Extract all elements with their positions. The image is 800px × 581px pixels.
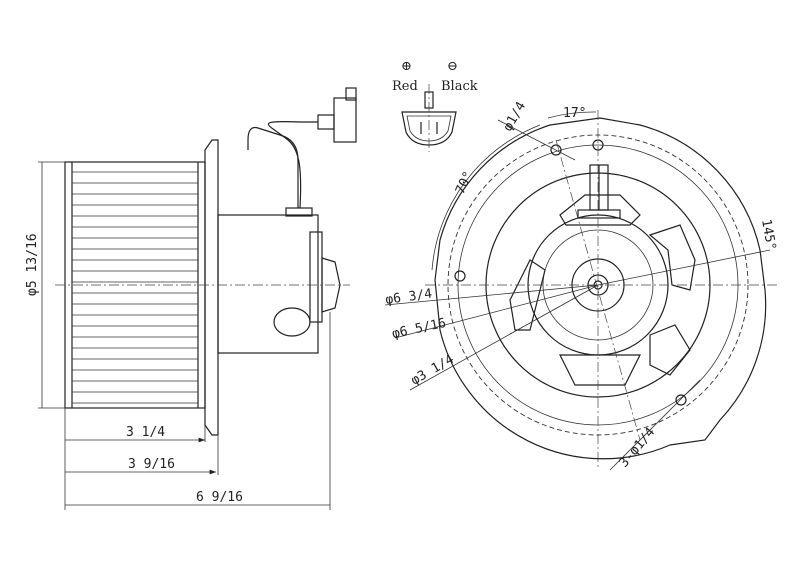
side-view: φ5 13/16 3 1/4 3 9/16 6 9/16	[25, 87, 357, 510]
negative-symbol: ⊖	[447, 59, 458, 74]
dim-to-flange: 3 9/16	[128, 457, 175, 472]
dim-hub-diameter: φ3 1/4	[409, 352, 457, 389]
motor-vent	[273, 307, 311, 337]
connector-body	[333, 97, 357, 143]
wire-plug	[317, 114, 335, 130]
angle-145: 145°	[758, 218, 778, 251]
red-label: Red	[392, 79, 418, 94]
angle-70: 70°	[453, 169, 477, 197]
spokes	[509, 194, 696, 386]
mounting-flange	[204, 139, 219, 436]
connector-detail: ⊕ ⊖ Red Black	[392, 59, 478, 152]
angle-17: 17°	[563, 106, 586, 121]
dim-overall-length: 6 9/16	[196, 490, 243, 505]
wire	[247, 126, 299, 208]
positive-symbol: ⊕	[401, 59, 412, 74]
mount-hole	[675, 394, 687, 406]
motor-body	[217, 214, 319, 354]
mounting-plate-outline	[434, 117, 767, 460]
dim-bolt-circle: φ6 5/16	[391, 316, 448, 342]
black-label: Black	[441, 79, 478, 94]
mount-hole	[454, 270, 466, 282]
dim-wheel-diameter: φ5 13/16	[25, 233, 40, 296]
wheel-blades	[72, 171, 198, 404]
dim-wheel-length: 3 1/4	[126, 425, 165, 440]
dim-hole-diameter: φ1/4	[500, 99, 529, 134]
front-view: φ1/4 17° 70° 145° φ6 3/4 φ6 5/16 φ3 1/4 …	[384, 99, 780, 471]
dim-outer-diameter: φ6 3/4	[384, 287, 433, 308]
mount-hole	[550, 144, 562, 156]
motor-shaft-end	[321, 257, 341, 313]
